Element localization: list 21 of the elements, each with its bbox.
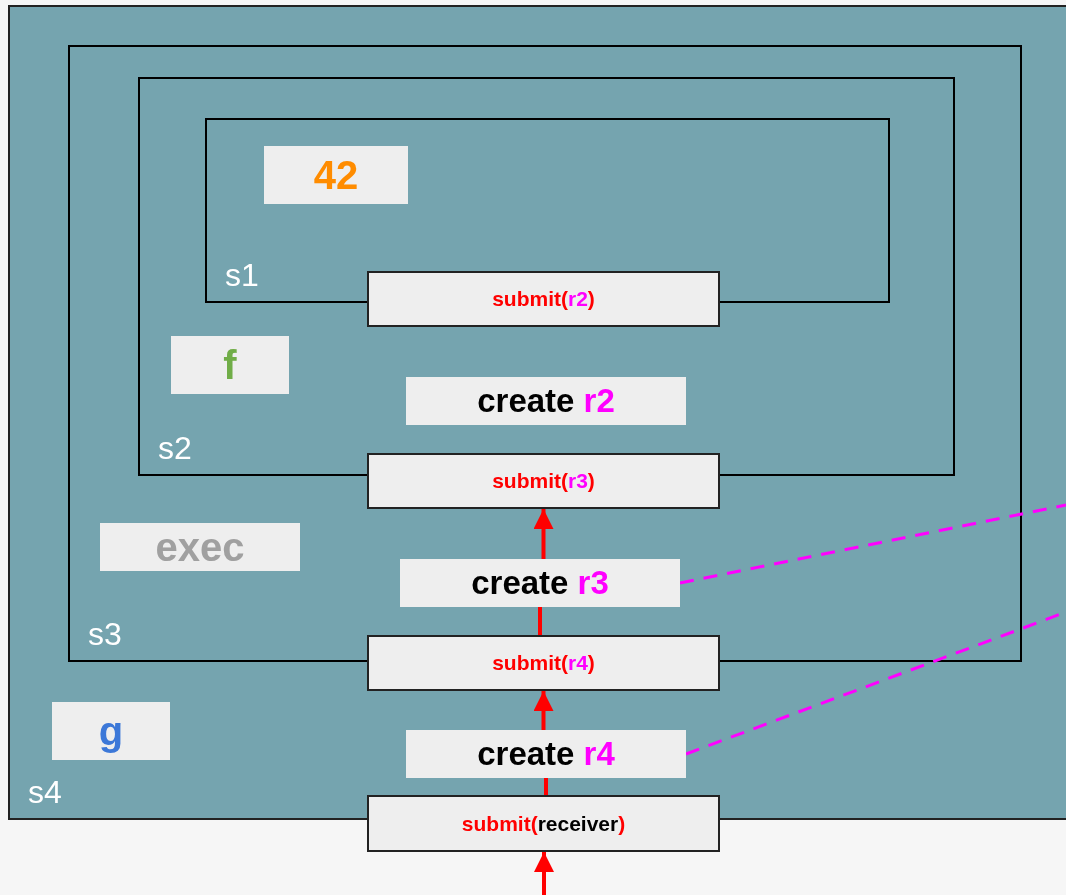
- scope-label: s2: [158, 432, 192, 464]
- create-box: create r4: [406, 730, 686, 778]
- call-box: submit(r3): [367, 453, 720, 509]
- scope-label: s3: [88, 618, 122, 650]
- value-tag: g: [52, 702, 170, 760]
- scope-label: s1: [225, 259, 259, 291]
- call-box: submit(r4): [367, 635, 720, 691]
- dashed-line: [679, 503, 1066, 585]
- dashed-line: [544, 778, 548, 795]
- dashed-line: [538, 607, 542, 635]
- value-tag: f: [171, 336, 289, 394]
- call-box: submit(receiver): [367, 795, 720, 852]
- value-tag: exec: [100, 523, 300, 571]
- scope-label: s4: [28, 776, 62, 808]
- create-box: create r3: [400, 559, 680, 607]
- value-tag: 42: [264, 146, 408, 204]
- call-box: submit(r2): [367, 271, 720, 327]
- create-box: create r2: [406, 377, 686, 425]
- arrow: [533, 691, 554, 730]
- arrow: [533, 509, 554, 559]
- arrow: [534, 852, 554, 895]
